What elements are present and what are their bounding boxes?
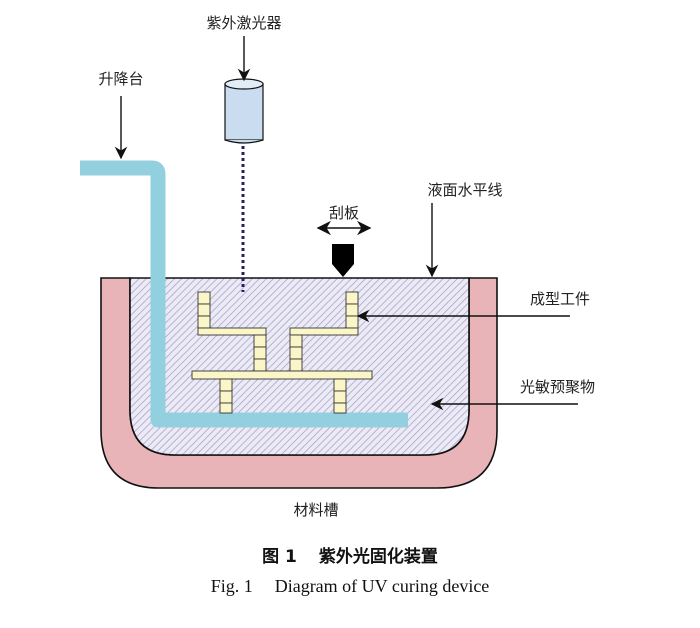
uv-laser xyxy=(224,78,264,144)
label-uv-laser: 紫外激光器 xyxy=(206,14,281,32)
caption-cn-title: 紫外光固化装置 xyxy=(318,547,438,567)
caption-cn-number: 图 1 xyxy=(262,547,297,567)
label-liquid-level: 液面水平线 xyxy=(427,181,502,199)
uv-curing-diagram: 紫外激光器 升降台 刮板 液面水平线 成型工件 光敏预聚物 材料槽 xyxy=(80,14,595,519)
label-material-tank: 材料槽 xyxy=(293,501,338,519)
scraper-blade xyxy=(332,244,354,277)
label-lift-platform: 升降台 xyxy=(98,70,143,88)
caption-en-number: Fig. 1 xyxy=(210,576,253,596)
lift-platform xyxy=(80,160,408,428)
label-formed-part: 成型工件 xyxy=(530,290,590,308)
caption-chinese: 图 1 紫外光固化装置 xyxy=(0,542,700,567)
formed-part xyxy=(191,291,373,414)
label-scraper: 刮板 xyxy=(329,204,359,222)
caption-english: Fig. 1 Diagram of UV curing device xyxy=(0,576,700,597)
caption-en-title: Diagram of UV curing device xyxy=(274,576,490,596)
label-photopolymer: 光敏预聚物 xyxy=(520,378,595,396)
